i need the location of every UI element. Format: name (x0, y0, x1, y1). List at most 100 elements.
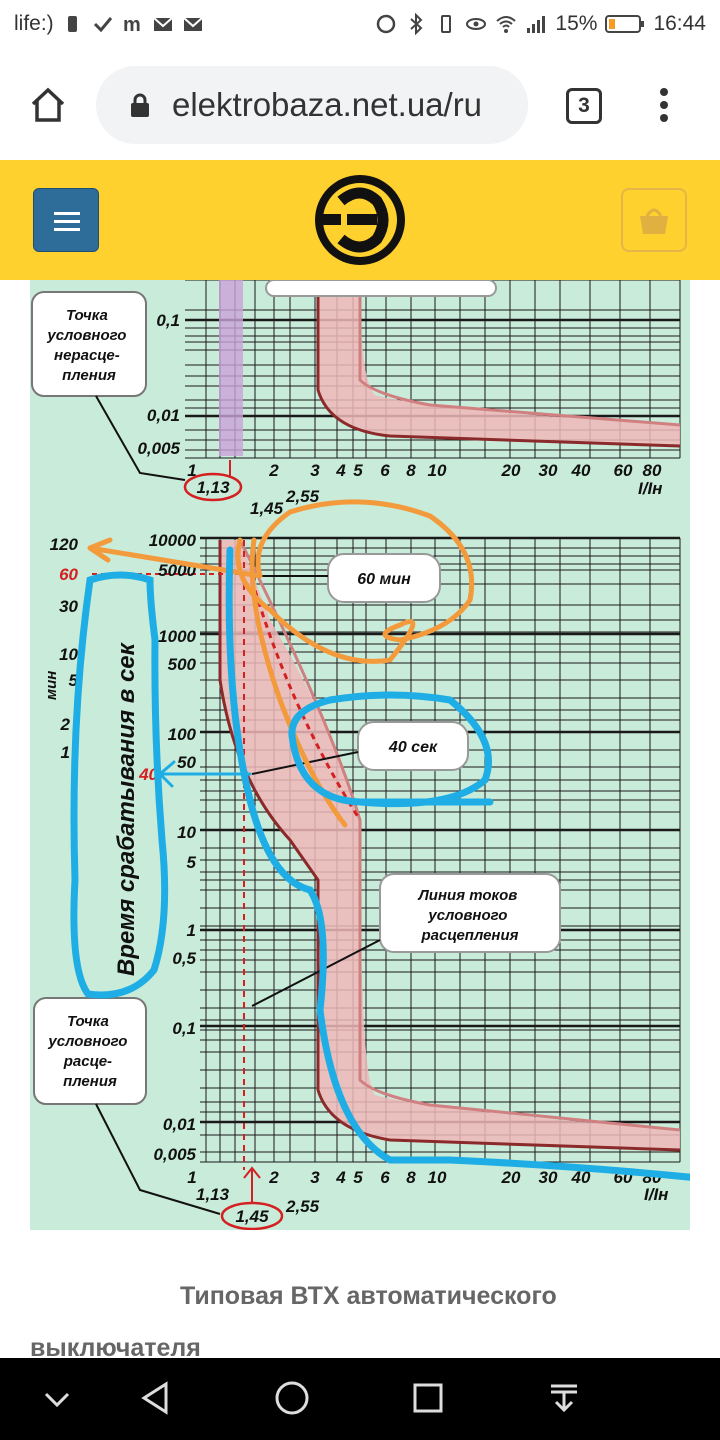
top-partial-callout (265, 280, 497, 297)
bottom-x-tick: 40 (571, 1168, 591, 1187)
callout-point-text: Точка условного расце- пления (47, 1013, 131, 1090)
bottom-x-tick: 1 (187, 1168, 196, 1187)
address-bar[interactable]: elektrobaza.net.ua/ru (96, 66, 528, 144)
vibrate-icon (441, 15, 452, 33)
bottom-x-tick: 30 (539, 1168, 558, 1187)
blue-scribble-arrow (157, 760, 252, 788)
callout-40-box (357, 721, 469, 771)
sim-icon (67, 16, 77, 32)
caption-line-1: Типовая ВТХ автоматического (180, 1282, 557, 1310)
callout-40-text: 40 сек (388, 739, 438, 756)
bottom-marker-ellipse (220, 1201, 284, 1230)
chevron-down-icon[interactable] (40, 1384, 74, 1414)
top-callout-text: Точка условного нерасце- пления (46, 307, 130, 384)
cart-icon (640, 208, 668, 234)
y-tick-min: 120 (50, 535, 79, 554)
site-logo[interactable] (311, 171, 409, 269)
y-tick-min: 5 (69, 671, 79, 690)
page-content: 0,1 0,01 0,005 1 2 3 4 5 6 8 10 20 30 40… (0, 280, 720, 1358)
carrier-label: life:) (14, 12, 54, 35)
bottom-below-255: 2,55 (285, 1197, 320, 1216)
top-chart-hatch (219, 280, 243, 456)
min-label: мин (43, 671, 60, 700)
back-icon[interactable] (138, 1380, 174, 1416)
y-tick-min: 30 (59, 597, 78, 616)
bottom-x-tick: 3 (310, 1168, 320, 1187)
orange-scribble (87, 499, 475, 828)
blue-scribble-curve (225, 546, 690, 1181)
hamburger-icon (54, 212, 80, 231)
url-fade (488, 66, 528, 144)
bottom-marker-arrow (243, 1166, 261, 1202)
sec-label-40: 40 (138, 765, 158, 784)
bottom-x-tick: 6 (380, 1168, 390, 1187)
eye-icon (466, 18, 487, 30)
menu-button[interactable] (33, 188, 99, 252)
y-tick-sec: 0,01 (163, 1115, 196, 1134)
notification-down-icon[interactable] (546, 1380, 582, 1416)
callout-point-arrow (95, 1103, 221, 1215)
y-tick-sec: 0,005 (153, 1145, 196, 1164)
callout-line-box (379, 873, 561, 953)
bottom-x-tick: 8 (406, 1168, 416, 1187)
y-tick-sec: 10 (177, 823, 196, 842)
callout-point-box (33, 997, 147, 1105)
top-x-tick: 10 (428, 461, 447, 480)
bottom-y-ticks-sec: 10000 5000 1000 500 100 50 10 5 1 0,5 0,… (149, 531, 197, 1164)
y-tick-sec: 10000 (149, 531, 197, 550)
top-x-tick: 2 (268, 461, 279, 480)
bottom-x-unit: I/Iн (644, 1185, 668, 1204)
blue-scribble-left (70, 571, 169, 999)
battery-percent: 15% (555, 12, 598, 35)
callout-line-text: Линия токов условного расцепления (418, 887, 522, 944)
wifi-icon (496, 16, 517, 33)
y-tick-sec: 1000 (158, 627, 196, 646)
tabs-button[interactable]: 3 (566, 88, 602, 124)
cart-button[interactable] (621, 188, 687, 252)
top-chart-curve-low (316, 280, 681, 448)
top-x-tick: 40 (571, 461, 591, 480)
callout-60-text: 60 мин (357, 571, 411, 588)
callout-60-box (327, 553, 441, 603)
top-x-tick: 20 (501, 461, 521, 480)
battery-icon (605, 15, 645, 33)
y-tick-min: 1 (61, 743, 70, 762)
bottom-chart-band (220, 540, 680, 1150)
top-x-tick: 5 (353, 461, 363, 480)
bottom-below-113: 1,13 (196, 1185, 230, 1204)
browser-toolbar: elektrobaza.net.ua/ru 3 (0, 52, 720, 160)
more-icon[interactable] (652, 86, 676, 126)
check-icon (93, 17, 112, 33)
bottom-x-tick: 2 (268, 1168, 279, 1187)
top-x-tick: 60 (614, 461, 633, 480)
top-x-unit: I/Iн (638, 479, 662, 498)
top-below-255: 2,55 (285, 487, 320, 506)
bottom-marker-value: 1,45 (235, 1207, 269, 1226)
top-x-tick: 8 (406, 461, 416, 480)
home-circle-icon[interactable] (272, 1378, 312, 1418)
y-tick-sec: 500 (168, 655, 197, 674)
red-dashed-curve (250, 579, 362, 821)
bottom-y-ticks-min: 120 60 30 10 5 2 1 (50, 535, 79, 762)
recents-icon[interactable] (410, 1380, 446, 1416)
top-x-tick: 80 (643, 461, 662, 480)
bottom-chart-curve-high (238, 539, 681, 1132)
top-x-tick: 6 (380, 461, 390, 480)
signal-icon (527, 16, 546, 33)
top-callout-box (31, 291, 147, 397)
top-callout-arrow (95, 395, 186, 481)
top-chart-curve-high (358, 280, 681, 427)
clock: 16:44 (653, 12, 706, 35)
tab-count: 3 (578, 94, 590, 117)
y-tick-min: 2 (60, 715, 71, 734)
site-header (0, 160, 720, 280)
m-icon: m (123, 14, 141, 35)
bottom-x-tick: 10 (428, 1168, 447, 1187)
svg-text:m: m (123, 14, 141, 35)
home-icon[interactable] (28, 85, 68, 125)
y-tick-sec: 0,5 (172, 949, 196, 968)
y-tick-min: 10 (59, 645, 78, 664)
top-x-tick: 4 (335, 461, 346, 480)
mail-icon-2 (183, 17, 203, 31)
y-tick-min: 60 (59, 565, 78, 584)
